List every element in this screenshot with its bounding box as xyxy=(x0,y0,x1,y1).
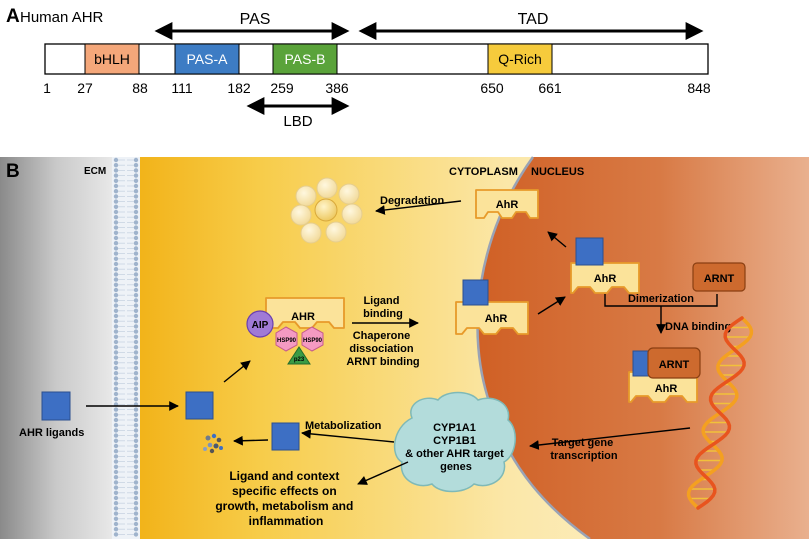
domain-bhlh xyxy=(84,43,140,75)
ligand-square-cytoplasm xyxy=(185,391,214,420)
ligand-square-nuclear xyxy=(575,237,604,266)
target-genes-label: CYP1A1 CYP1B1 & other AHR target genes xyxy=(405,422,507,473)
transcription-arrow xyxy=(529,427,691,450)
metabolization-label: Metabolization xyxy=(305,420,382,432)
tad-range-label: TAD xyxy=(518,11,549,28)
target-transcription-label: Target gene transcription xyxy=(550,437,618,462)
ahr-nuclear-protein xyxy=(570,262,640,294)
ahr-ligand-bound-protein xyxy=(455,301,529,335)
chaperone-dissociation-label: Chaperone dissociation ARNT binding xyxy=(346,330,419,368)
nucleus-region xyxy=(477,157,809,539)
pas-range-label: PAS xyxy=(240,11,271,28)
domain-pas-a xyxy=(174,43,240,75)
aip-label: AIP xyxy=(252,320,269,331)
degradation-arrow xyxy=(375,200,462,215)
degradation-label: Degradation xyxy=(380,195,444,207)
domain-pas-a-label: PAS-A xyxy=(187,51,229,67)
domain-q-rich-label: Q-Rich xyxy=(498,51,542,67)
position-label: 27 xyxy=(77,80,93,96)
effects-label: Ligand and context specific effects on g… xyxy=(215,469,356,528)
dna-helix xyxy=(686,316,754,510)
position-label: 111 xyxy=(171,80,192,96)
arnt-dimer-label: ARNT xyxy=(659,359,690,371)
p23-protein xyxy=(287,346,311,365)
ahr-ligands-label: AHR ligands xyxy=(19,427,84,439)
hsp90-left-label: HSP90 xyxy=(277,338,297,344)
arnt-free-label: ARNT xyxy=(704,273,735,285)
position-label: 661 xyxy=(538,80,562,96)
ahr-dimer-label: AhR xyxy=(655,383,678,395)
arnt-protein xyxy=(692,262,746,292)
panel-b: B ECM CYTOPLASM NUCLEUS Degradation AhR … xyxy=(0,156,809,539)
position-label: 848 xyxy=(687,80,711,96)
metabolite-fragments xyxy=(203,433,223,454)
position-label: 182 xyxy=(227,80,251,96)
panel-a-letter: A xyxy=(6,6,20,27)
dna-binding-label: DNA binding xyxy=(665,321,731,333)
nuclear-export-arrow xyxy=(547,231,567,248)
ligand-square-bound xyxy=(462,279,489,306)
effects-arrow xyxy=(357,461,409,485)
metabolite-arrow xyxy=(233,435,269,446)
cytoplasm-label: CYTOPLASM xyxy=(449,166,518,178)
panel-a: A Human AHR PAS TAD bHLH PAS-A PAS-B Q-R… xyxy=(6,6,711,130)
domain-q-rich xyxy=(487,43,553,75)
hsp90-left xyxy=(275,326,298,352)
hsp90-right xyxy=(301,326,324,352)
ligand-square-ecm xyxy=(41,391,71,421)
protein-title: Human AHR xyxy=(20,9,104,26)
position-label: 650 xyxy=(480,80,504,96)
cyp-enzyme-cloud xyxy=(393,391,516,493)
ahr-bound-label: AhR xyxy=(485,313,508,325)
ecm-label: ECM xyxy=(84,166,106,177)
domain-pas-b-label: PAS-B xyxy=(285,51,326,67)
ligand-binding-label: Ligand binding xyxy=(363,295,403,320)
domain-bhlh-label: bHLH xyxy=(94,51,130,67)
cell-membrane xyxy=(112,157,140,539)
nuclear-envelope xyxy=(476,156,591,539)
dimerization-label: Dimerization xyxy=(628,293,694,305)
ecm-region xyxy=(0,157,112,539)
ahr-nuclear-label: AhR xyxy=(594,273,617,285)
proteasome-degradation-products xyxy=(290,177,363,244)
lbd-range-label: LBD xyxy=(283,113,312,130)
ahr-dimer-protein xyxy=(628,371,698,403)
arnt-dimer-protein xyxy=(647,347,701,379)
position-label: 1 xyxy=(43,80,51,96)
ahr-complex-label: AHR xyxy=(291,311,315,323)
nuclear-import-arrow xyxy=(537,296,566,315)
metabolization-source-arrow xyxy=(301,428,395,443)
position-label: 259 xyxy=(270,80,294,96)
ligand-to-complex-arrow xyxy=(223,360,251,383)
p23-label: p23 xyxy=(294,357,305,363)
position-label: 386 xyxy=(325,80,349,96)
aip-protein xyxy=(246,310,274,338)
protein-bar xyxy=(44,43,709,75)
ligand-square-metabolized xyxy=(271,422,300,451)
panel-b-letter: B xyxy=(6,161,20,182)
nucleus-label: NUCLEUS xyxy=(531,166,584,178)
position-label: 88 xyxy=(132,80,148,96)
hsp90-right-label: HSP90 xyxy=(303,338,323,344)
domain-pas-b xyxy=(272,43,338,75)
ahr-degrading-protein xyxy=(475,189,539,219)
ahr-degrading-label: AhR xyxy=(496,199,519,211)
